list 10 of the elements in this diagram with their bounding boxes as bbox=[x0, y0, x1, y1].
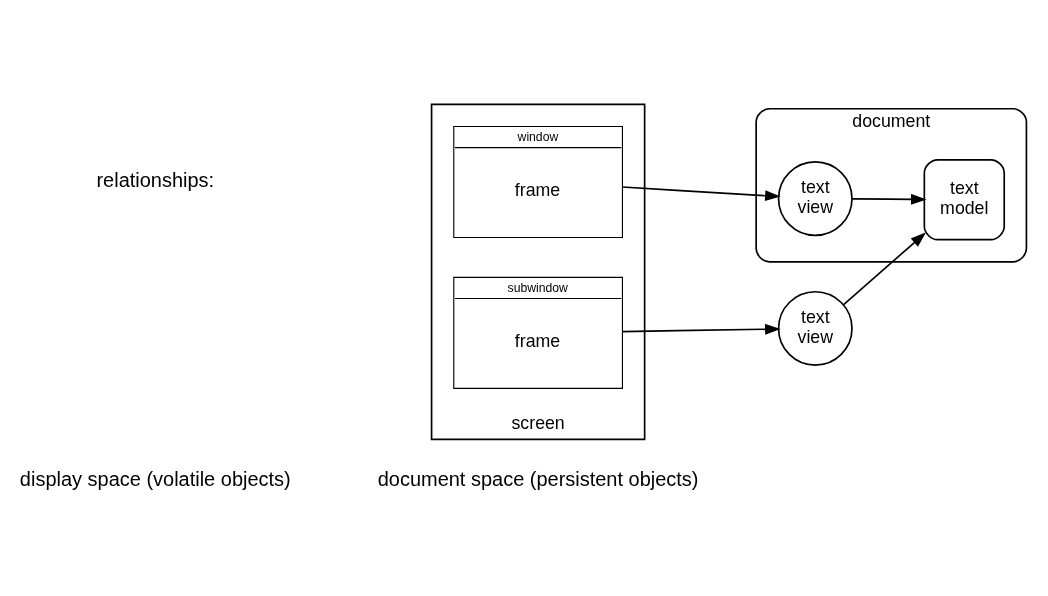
label: display space (volatile objects) bbox=[19, 467, 291, 490]
label: relationships: bbox=[96, 168, 215, 191]
node-box: text model bbox=[923, 158, 1006, 240]
label: document space (persistent objects) bbox=[377, 467, 699, 490]
node-circle: text view bbox=[777, 160, 853, 236]
arrow bbox=[842, 231, 927, 305]
arrow bbox=[851, 193, 927, 205]
arrow bbox=[621, 323, 781, 335]
node-circle: text view bbox=[777, 290, 853, 366]
arrow bbox=[621, 185, 781, 201]
